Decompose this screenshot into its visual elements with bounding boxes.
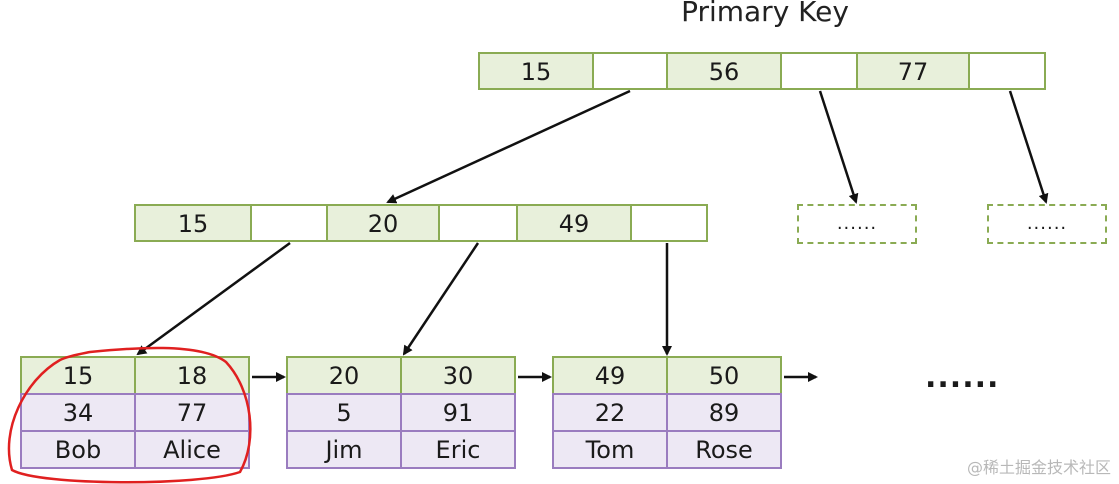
leaf-key: 50 [666,356,782,395]
arrow-root-to-internal [386,89,631,204]
root-key-1: 15 [478,52,594,90]
root-pointer-3 [968,52,1046,90]
internal-key-1: 15 [134,204,252,242]
arrow-internal-to-leaf-1 [136,241,291,356]
arrow-internal-to-leaf-2 [402,242,480,356]
watermark: @稀土掘金技术社区 [966,458,1111,477]
leaf-name-row: Tom Rose [552,430,782,469]
internal-key-2: 20 [326,204,440,242]
placeholder-node-1: ...... [797,204,917,244]
leaf-key-row: 49 50 [552,356,782,395]
leaf-name-row: Jim Eric [286,430,516,469]
leaf-ellipsis: ...... [925,360,1000,395]
internal-node: 15 20 49 [134,204,708,242]
highlight-circle [7,346,252,484]
leaf-node-3: 49 50 22 89 Tom Rose [552,356,782,469]
internal-pointer-3 [630,204,708,242]
diagram-title: Primary Key [681,0,849,28]
leaf-name: Tom [552,430,668,469]
leaf-name: Rose [666,430,782,469]
arrow-root-to-placeholder-2 [1008,90,1049,204]
root-node: 15 56 77 [478,52,1046,90]
leaf-value-row: 5 91 [286,393,516,432]
root-pointer-2 [780,52,858,90]
leaf-key: 18 [134,356,250,395]
root-key-2: 56 [666,52,782,90]
leaf-value-row: 34 77 [20,393,250,432]
arrow-root-to-placeholder-1 [818,90,859,204]
leaf-key: 30 [400,356,516,395]
leaf-value-row: 22 89 [552,393,782,432]
placeholder-node-2: ...... [987,204,1107,244]
leaf-node-2: 20 30 5 91 Jim Eric [286,356,516,469]
leaf-value: 91 [400,393,516,432]
internal-pointer-1 [250,204,328,242]
root-key-3: 77 [856,52,970,90]
leaf-key-row: 15 18 [20,356,250,395]
leaf-name: Eric [400,430,516,469]
internal-pointer-2 [438,204,518,242]
leaf-value: 5 [286,393,402,432]
